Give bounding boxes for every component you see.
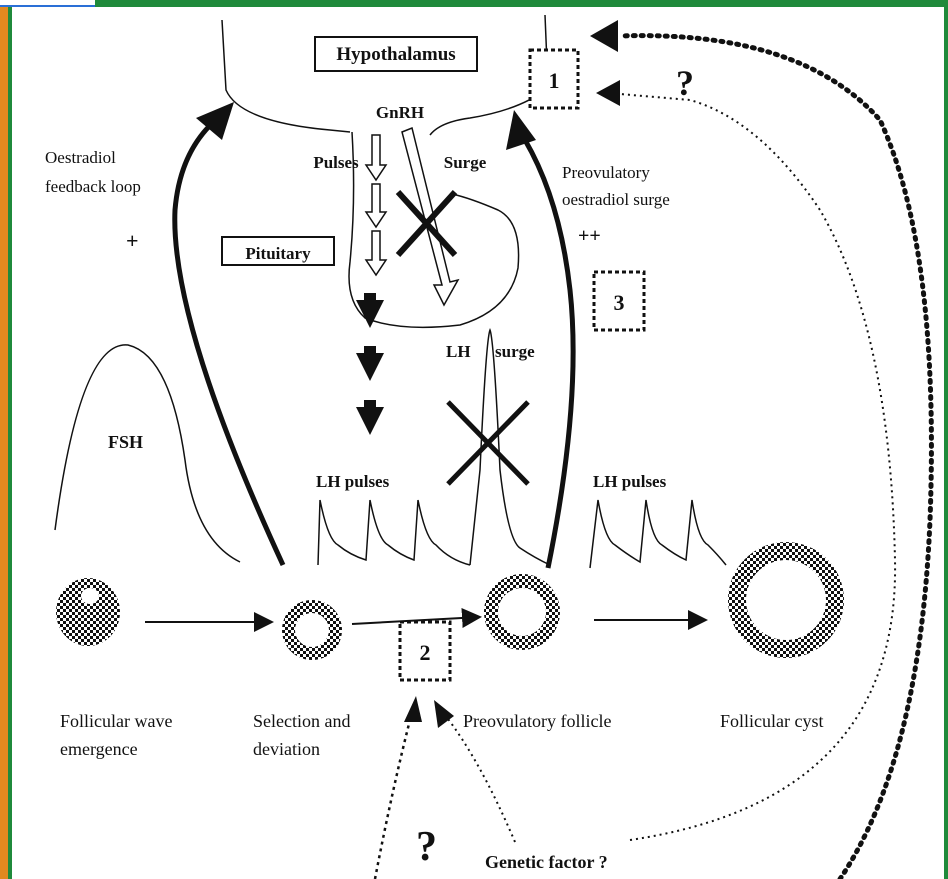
preovulatory-surge-label-line1: Preovulatory (562, 163, 650, 182)
gnrh-label: GnRH (376, 103, 424, 122)
stage-4-label: Follicular cyst (720, 711, 823, 731)
oestradiol-feedback-label-line1: Oestradiol (45, 148, 116, 167)
question-to-box2-dotted (375, 712, 412, 879)
genetic-to-box2-dotted (445, 715, 515, 842)
stage-2-label-line2: deviation (253, 739, 320, 759)
follicle-selection-deviation (282, 600, 342, 660)
preovulatory-surge-label-line2: oestradiol surge (562, 190, 670, 209)
box-2-label: 2 (420, 640, 431, 665)
lh-surge-block-cross (448, 402, 528, 484)
follicle-cyst (728, 542, 844, 658)
lh-pulses-left-label: LH pulses (316, 472, 390, 491)
oestradiol-feedback-label-line2: feedback loop (45, 177, 141, 196)
stage-3-label: Preovulatory follicle (463, 711, 611, 731)
box-1-label: 1 (549, 68, 560, 93)
surge-plusplus-sign: ++ (578, 225, 601, 247)
pulses-label: Pulses (313, 153, 359, 172)
lh-pulses-right-label: LH pulses (593, 472, 667, 491)
outer-dotted-arrowhead (590, 20, 618, 52)
gnrh-pulse-arrows (366, 135, 386, 275)
stage-1-label-line1: Follicular wave (60, 711, 172, 731)
follicle-wave-emergence (56, 578, 120, 646)
genetic-factor-label: Genetic factor ? (485, 852, 608, 872)
lh-surge-lh-label: LH (446, 342, 471, 361)
inner-dotted-arrowhead (596, 80, 620, 106)
feedback-plus-sign: + (126, 228, 139, 253)
hypothalamus-label: Hypothalamus (336, 44, 455, 65)
oestradiol-feedback-arrow (175, 118, 283, 565)
follicle-preovulatory (484, 574, 560, 650)
surge-label: Surge (444, 153, 487, 172)
stage-1-label-line2: emergence (60, 739, 138, 759)
lh-pulses-left-trace (318, 500, 470, 565)
preovulatory-surge-arrowhead (506, 110, 536, 150)
lh-release-arrows (356, 293, 384, 435)
question-to-box2-arrowhead (404, 696, 422, 722)
question-mark-top: ? (676, 63, 694, 103)
fsh-label: FSH (108, 432, 143, 452)
genetic-to-box2-arrowhead (434, 700, 454, 728)
box-3-label: 3 (614, 290, 625, 315)
lh-surge-word-label: surge (495, 342, 535, 361)
fsh-curve (55, 345, 240, 562)
pituitary-label: Pituitary (245, 244, 311, 263)
question-mark-bottom: ? (416, 824, 437, 870)
outer-dotted-loop (620, 36, 931, 879)
stage-2-label-line1: Selection and (253, 711, 350, 731)
lh-pulses-right-trace (590, 500, 726, 568)
